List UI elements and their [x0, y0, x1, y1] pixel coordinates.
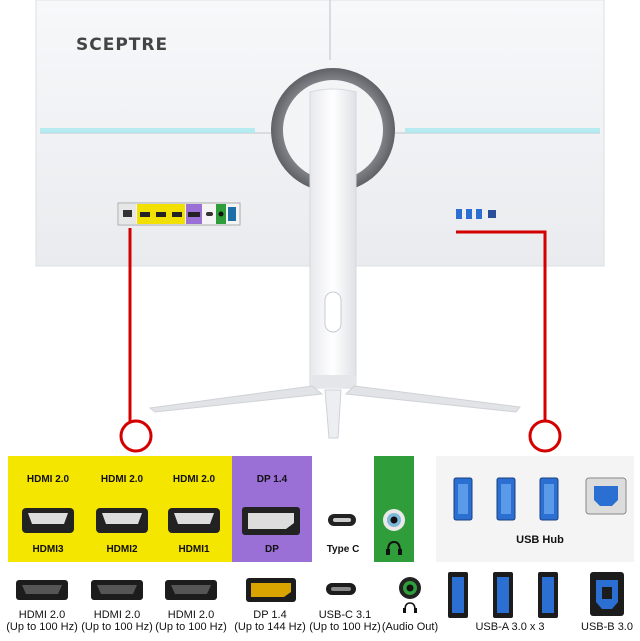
- typec-label: Type C: [326, 544, 360, 555]
- hdmi3-spec-version: HDMI 2.0: [18, 609, 66, 621]
- hdmi2-spec-version: HDMI 2.0: [93, 609, 141, 621]
- usb-c-port-icon: [326, 583, 356, 595]
- hdmi2-version: HDMI 2.0: [100, 474, 144, 485]
- usb-a-port-icon: [496, 477, 516, 521]
- hdmi1-label: HDMI1: [178, 544, 210, 555]
- audio-jack-icon: [383, 509, 405, 555]
- dp-label: DP: [265, 544, 279, 555]
- audio-spec: (Audio Out): [381, 621, 439, 633]
- hdmi2-spec-rate: (Up to 100 Hz): [81, 621, 153, 633]
- hdmi3-spec: HDMI 2.0 (Up to 100 Hz): [0, 609, 84, 633]
- hdmi-port-icon: [165, 580, 217, 600]
- usb-b-port-icon: [585, 477, 627, 515]
- usba-spec: USB-A 3.0 x 3: [475, 621, 545, 633]
- usbc-spec-rate: (Up to 100 Hz): [309, 621, 381, 633]
- hdmi1-version: HDMI 2.0: [172, 474, 216, 485]
- dp-spec-version: DP 1.4: [253, 609, 287, 621]
- dp-spec-rate: (Up to 144 Hz): [234, 621, 306, 633]
- hdmi1-spec-rate: (Up to 100 Hz): [155, 621, 227, 633]
- audio-jack-icon: [399, 577, 421, 613]
- stand-neck: [309, 88, 357, 389]
- usb-a-port-icon: [448, 572, 468, 618]
- hdmi-port-icon: [16, 580, 68, 600]
- stand-base: [148, 385, 521, 439]
- usb-a-port-icon: [538, 572, 558, 618]
- monitor-usb-ports: [456, 209, 496, 219]
- hdmi2-spec: HDMI 2.0 (Up to 100 Hz): [76, 609, 158, 633]
- dp-spec: DP 1.4 (Up to 144 Hz): [228, 609, 312, 633]
- usb-c-port-icon: [328, 514, 356, 526]
- usb-a-port-icon: [453, 477, 473, 521]
- hdmi-port-icon: [96, 508, 148, 533]
- usb-a-port-icon: [493, 572, 513, 618]
- usbb-spec: USB-B 3.0: [581, 621, 633, 633]
- usb-hub-label: USB Hub: [516, 534, 564, 546]
- usbc-spec: USB-C 3.1 (Up to 100 Hz): [304, 609, 386, 633]
- hdmi-port-icon: [22, 508, 74, 533]
- usbc-spec-version: USB-C 3.1: [318, 609, 372, 621]
- hdmi1-spec-version: HDMI 2.0: [167, 609, 215, 621]
- hdmi2-label: HDMI2: [106, 544, 138, 555]
- monitor-rear-ports: [117, 202, 241, 226]
- usb-b-port-icon: [590, 572, 624, 616]
- displayport-icon: [242, 507, 300, 535]
- callout-lines: [119, 228, 562, 453]
- displayport-icon: [246, 578, 296, 602]
- usb-a-port-icon: [539, 477, 559, 521]
- hdmi3-label: HDMI3: [32, 544, 64, 555]
- hdmi3-spec-rate: (Up to 100 Hz): [6, 621, 78, 633]
- hdmi-port-icon: [168, 508, 220, 533]
- hdmi3-version: HDMI 2.0: [26, 474, 70, 485]
- dp-version: DP 1.4: [256, 474, 288, 485]
- hdmi1-spec: HDMI 2.0 (Up to 100 Hz): [150, 609, 232, 633]
- brand-logo: SCEPTRE: [76, 35, 169, 55]
- hdmi-port-icon: [91, 580, 143, 600]
